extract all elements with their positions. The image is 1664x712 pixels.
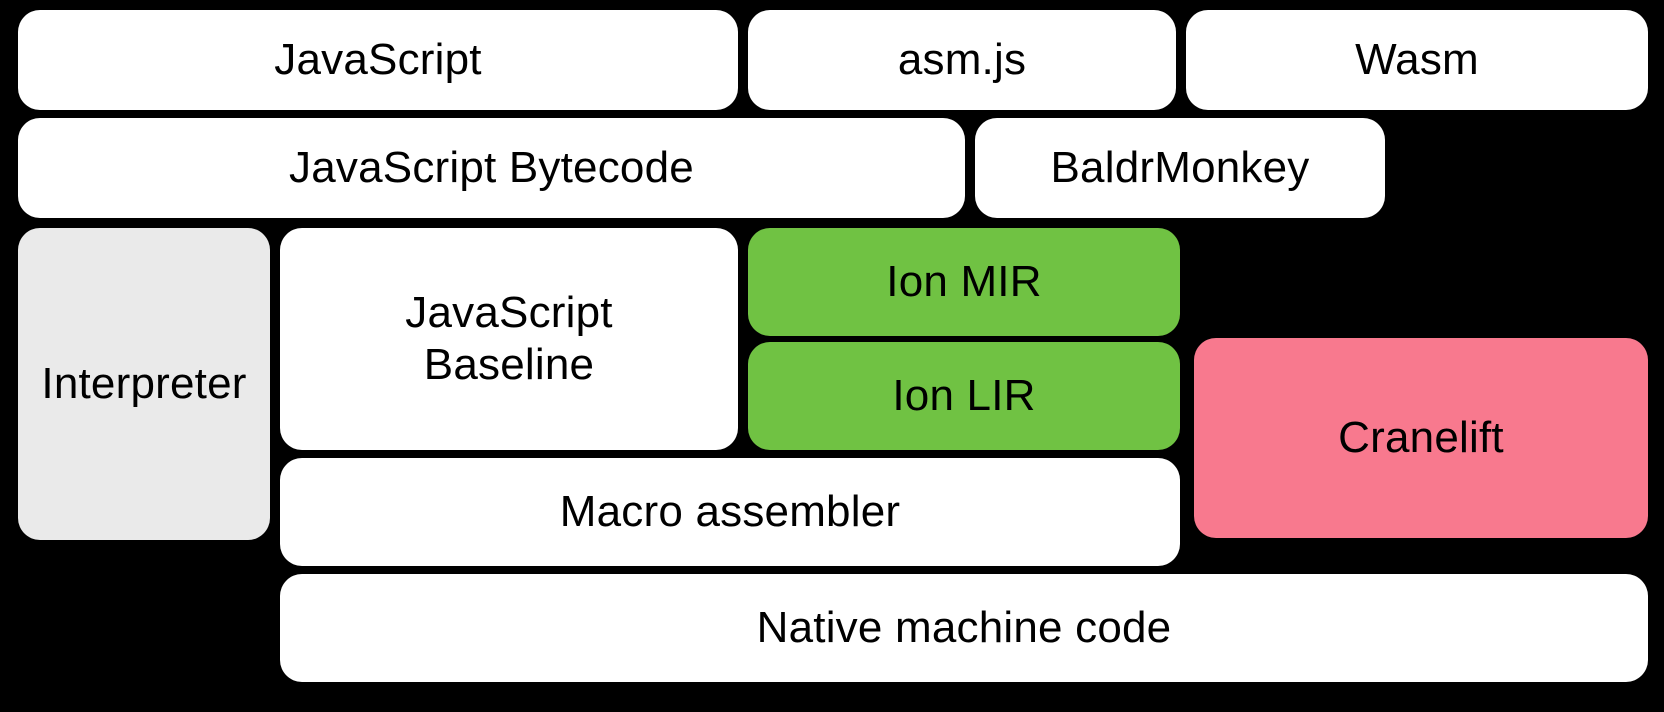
node-cranelift: Cranelift [1194, 338, 1648, 538]
node-javascript-bytecode: JavaScript Bytecode [18, 118, 965, 218]
node-baldrmonkey: BaldrMonkey [975, 118, 1385, 218]
node-javascript-baseline: JavaScript Baseline [280, 228, 738, 450]
node-javascript: JavaScript [18, 10, 738, 110]
node-ion-mir: Ion MIR [748, 228, 1180, 336]
node-native-machine-code: Native machine code [280, 574, 1648, 682]
node-macro-assembler: Macro assembler [280, 458, 1180, 566]
node-ion-lir: Ion LIR [748, 342, 1180, 450]
node-wasm: Wasm [1186, 10, 1648, 110]
node-asmjs: asm.js [748, 10, 1176, 110]
node-interpreter: Interpreter [18, 228, 270, 540]
